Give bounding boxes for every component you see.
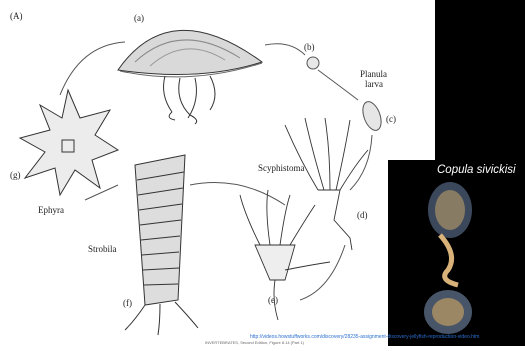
strobila-drawing <box>125 155 198 335</box>
cycle-arrows <box>60 42 372 300</box>
strobila-label: Strobila <box>88 244 117 254</box>
ephyra-drawing <box>20 90 118 195</box>
panel-label: (A) <box>10 11 23 21</box>
stage-label-g: (g) <box>10 170 21 180</box>
ephyra-label: Ephyra <box>38 205 64 215</box>
planula-sphere <box>307 57 319 69</box>
stage-label-b: (b) <box>304 42 315 52</box>
jellyfish-photo <box>388 160 525 346</box>
figure-credit: INVERTEBRATES, Second Edition, Figure 8.… <box>205 340 304 345</box>
budding-polyp-drawing <box>240 190 330 320</box>
planula-label: Planula <box>360 69 387 79</box>
photo-caption: Copula sivickisi <box>437 164 516 176</box>
planula-larva-drawing <box>359 99 384 133</box>
scyphistoma-label: Scyphistoma <box>258 163 305 173</box>
jellyfish-photo-art <box>388 160 525 346</box>
stage-label-c: (c) <box>386 114 396 124</box>
dark-background-panel <box>435 0 525 160</box>
stage-label-a: (a) <box>134 13 144 23</box>
stage-label-e: (e) <box>268 295 278 305</box>
larva-label: larva <box>365 79 383 89</box>
stage-label-d: (d) <box>357 210 368 220</box>
medusa-drawing <box>118 30 262 124</box>
stage-label-f: (f) <box>123 298 132 308</box>
